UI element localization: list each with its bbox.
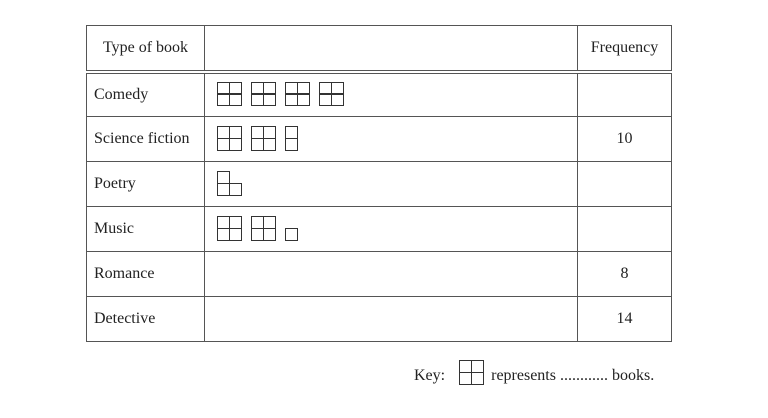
book-symbol-icon: [217, 126, 243, 152]
book-type-cell: Science fiction: [86, 116, 205, 162]
table-row: Poetry: [86, 161, 672, 207]
frequency-cell: [577, 161, 672, 207]
frequency-cell: 10: [577, 116, 672, 162]
book-symbol-icon: [217, 216, 243, 242]
book-symbol-icon: [251, 126, 277, 152]
book-symbol-icon: [285, 126, 311, 152]
table-row: Comedy: [86, 71, 672, 117]
pictogram-cell: [204, 116, 578, 162]
book-type-cell: Romance: [86, 251, 205, 297]
book-symbol-icon: [459, 360, 485, 386]
book-symbol-icon: [285, 81, 311, 108]
header-row: Type of book Frequency: [86, 25, 672, 74]
book-type-cell: Comedy: [86, 71, 205, 117]
pictogram-cell: [204, 161, 578, 207]
key: Key: represents ............ books.: [414, 360, 655, 386]
book-symbol-icon: [251, 216, 277, 242]
book-type-cell: Music: [86, 206, 205, 252]
book-symbol-icon: [251, 81, 277, 108]
frequency-cell: 8: [577, 251, 672, 297]
book-type-cell: Poetry: [86, 161, 205, 207]
header-frequency: Frequency: [577, 25, 672, 74]
pictogram-cell: [204, 71, 578, 117]
table-row: Music: [86, 206, 672, 252]
pictogram-cell: [204, 206, 578, 252]
table-row: Science fiction 10: [86, 116, 672, 162]
header-pictogram: [204, 25, 578, 74]
book-symbol-icon: [319, 81, 345, 108]
book-symbol-icon: [217, 171, 243, 197]
pictogram-cell: [204, 251, 578, 297]
book-symbol-icon: [285, 216, 311, 242]
key-text: represents ............ books.: [491, 367, 655, 384]
table-row: Detective 14: [86, 296, 672, 342]
frequency-cell: [577, 206, 672, 252]
frequency-cell: 14: [577, 296, 672, 342]
table-row: Romance 8: [86, 251, 672, 297]
frequency-cell: [577, 71, 672, 117]
key-label: Key:: [414, 367, 446, 384]
header-type-of-book: Type of book: [86, 25, 205, 74]
book-symbol-icon: [217, 81, 243, 108]
book-type-cell: Detective: [86, 296, 205, 342]
pictogram-cell: [204, 296, 578, 342]
